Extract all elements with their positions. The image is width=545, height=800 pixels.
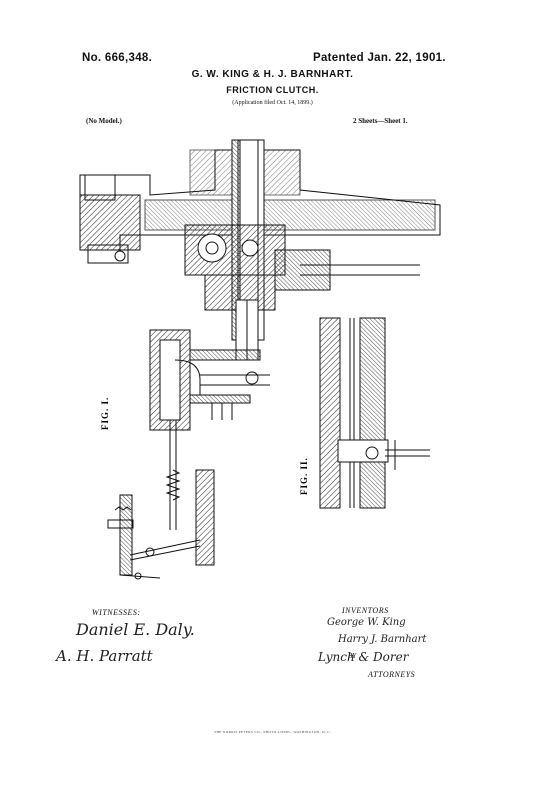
fig1-lower-linkage: [107, 329, 270, 580]
by-label: BY: [348, 652, 357, 660]
witnesses-label: WITNESSES:: [92, 608, 141, 617]
sheet-count: 2 Sheets—Sheet 1.: [353, 117, 408, 125]
application-line: (Application filed Oct. 14, 1899.): [232, 100, 313, 106]
patent-number: No. 666,348.: [82, 52, 153, 64]
inventors-label: INVENTORS: [342, 606, 389, 615]
model-note: (No Model.): [86, 117, 122, 125]
attorney-signature: Lynch & Dorer: [318, 650, 409, 664]
inventor-signature-barnhart: Harry J. Barnhart: [338, 634, 427, 645]
printer-credit: THE NORRIS PETERS CO., PHOTO-LITHO., WAS…: [214, 730, 331, 734]
inventor-signature-king: George W. King: [327, 617, 406, 628]
witness-signature-daly: Daniel E. Daly.: [76, 620, 195, 639]
invention-title: FRICTION CLUTCH.: [226, 85, 319, 95]
inventors-heading: G. W. KING & H. J. BARNHART.: [191, 69, 354, 80]
fig1-upper-assembly: [79, 139, 441, 361]
fig2-section: [319, 317, 430, 509]
fig1-label: FIG. I.: [100, 397, 110, 430]
patent-date: Patented Jan. 22, 1901.: [313, 52, 446, 64]
witness-signature-parratt: A. H. Parratt: [56, 647, 153, 665]
fig2-label: FIG. II.: [299, 457, 309, 495]
attorneys-label: ATTORNEYS: [368, 670, 416, 679]
